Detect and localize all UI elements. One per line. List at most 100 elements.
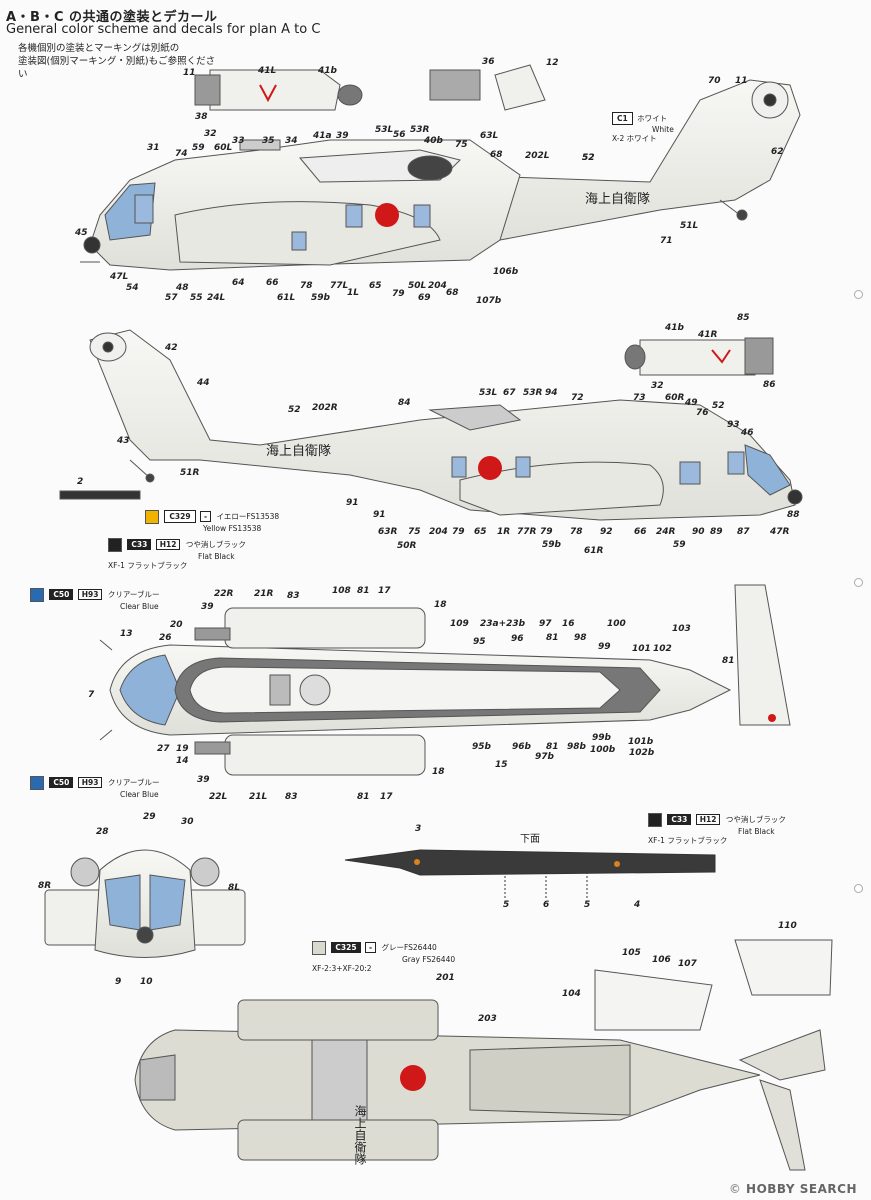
- part-number-label: 61L: [277, 293, 296, 303]
- part-number-label: 81: [357, 586, 370, 596]
- part-number-label: 78: [300, 281, 313, 291]
- part-number-label: 11: [735, 76, 748, 86]
- part-number-label: 71: [660, 236, 673, 246]
- part-number-label: 39: [201, 602, 214, 612]
- part-number-label: 79: [392, 289, 405, 299]
- part-number-label: 38: [195, 112, 208, 122]
- part-number-label: 77R: [517, 527, 537, 537]
- part-number-label: 57: [165, 293, 178, 303]
- part-number-label: 1L: [347, 288, 359, 298]
- part-number-label: 72: [571, 393, 584, 403]
- part-number-label: 59b: [311, 293, 330, 303]
- yellow-swatch: [145, 510, 159, 524]
- color-name-jp: つや消しブラック: [185, 540, 246, 549]
- part-number-label: 107: [678, 959, 697, 969]
- part-number-label: 52: [582, 153, 595, 163]
- color-h-code: -: [199, 511, 212, 522]
- color-name-jp: グレーFS26440: [381, 943, 437, 952]
- part-number-label: 59: [673, 540, 686, 550]
- part-number-label: 26: [159, 633, 172, 643]
- part-number-label: 63R: [378, 527, 398, 537]
- color-mix: XF-1 フラットブラック: [108, 561, 188, 570]
- part-number-label: 87: [737, 527, 750, 537]
- color-name-en: Clear Blue: [120, 602, 159, 611]
- part-number-label: 101b: [628, 737, 654, 747]
- part-number-label: 203: [478, 1014, 497, 1024]
- part-number-label: 60R: [665, 393, 685, 403]
- part-number-label: 14: [176, 756, 189, 766]
- part-number-label: 22R: [214, 589, 234, 599]
- blade-caption: 下面: [520, 834, 540, 845]
- part-number-label: 110: [778, 921, 797, 931]
- part-number-label: 3: [415, 824, 422, 834]
- fuselage-lettering-bottom: 海上自衛隊: [353, 1104, 367, 1165]
- color-name-jp: イエローFS13538: [216, 512, 280, 521]
- part-number-label: 53L: [479, 388, 498, 398]
- part-number-label: 95: [473, 637, 486, 647]
- part-number-label: 76: [696, 408, 709, 418]
- color-name-en: Clear Blue: [120, 790, 159, 799]
- part-number-label: 41b: [318, 66, 337, 76]
- part-number-label: 66: [634, 527, 647, 537]
- color-h-code: H93: [77, 589, 103, 600]
- color-name-en: Gray FS26440: [402, 955, 456, 964]
- fuselage-lettering-left: 海上自衛隊: [585, 191, 650, 207]
- part-number-label: 7: [88, 690, 95, 700]
- part-number-label: 74: [175, 149, 188, 159]
- color-name-jp: クリアーブルー: [107, 590, 160, 599]
- part-number-label: 101: [632, 644, 651, 654]
- part-number-label: 48: [176, 283, 189, 293]
- part-number-label: 1R: [497, 527, 511, 537]
- part-number-label: 69: [418, 293, 431, 303]
- part-number-label: 31: [147, 143, 160, 153]
- part-number-label: 41b: [665, 323, 684, 333]
- part-number-label: 102: [653, 644, 672, 654]
- part-number-label: 53L: [375, 125, 394, 135]
- part-number-label: 39: [197, 775, 210, 785]
- part-number-label: 96: [511, 634, 524, 644]
- color-chip-c50-bottom: C50 H93 クリアーブルー Clear Blue: [30, 776, 159, 799]
- part-number-label: 70: [708, 76, 721, 86]
- color-mix: XF-2:3+XF-20:2: [312, 964, 372, 973]
- part-number-label: 49: [685, 398, 698, 408]
- part-number-label: 51L: [680, 221, 699, 231]
- part-number-label: 109: [450, 619, 469, 629]
- bottom-view: [134, 939, 833, 1171]
- watermark-brand: HOBBY SEARCH: [746, 1182, 857, 1196]
- part-number-label: 51R: [180, 468, 200, 478]
- part-number-label: 56: [393, 130, 406, 140]
- color-name-jp: つや消しブラック: [725, 815, 786, 824]
- part-number-label: 106: [652, 955, 671, 965]
- part-number-label: 36: [482, 57, 495, 67]
- part-number-label: 42: [165, 343, 178, 353]
- color-mix: XF-1 フラットブラック: [648, 836, 728, 845]
- note-line-2: 塗装図(個別マーキング・別紙)もご参照ください: [18, 56, 216, 80]
- part-number-label: 86: [763, 380, 776, 390]
- part-number-label: 75: [455, 140, 468, 150]
- part-number-label: 81: [546, 742, 559, 752]
- part-number-label: 41a: [313, 131, 332, 141]
- color-code: C33: [127, 539, 152, 550]
- part-number-label: 34: [285, 136, 298, 146]
- part-number-label: 99: [598, 642, 611, 652]
- part-number-label: 4: [634, 900, 641, 910]
- part-number-label: 12: [546, 58, 559, 68]
- part-number-label: 68: [490, 150, 503, 160]
- part-number-label: 98: [574, 633, 587, 643]
- part-number-label: 89: [710, 527, 723, 537]
- page-title: A・B・C の共通の塗装とデカール: [6, 10, 218, 25]
- part-number-label: 32: [651, 381, 664, 391]
- part-number-label: 10: [140, 977, 153, 987]
- part-number-label: 47L: [110, 272, 129, 282]
- part-number-label: 8L: [228, 883, 240, 893]
- part-number-label: 47R: [770, 527, 790, 537]
- part-number-label: 27: [157, 744, 170, 754]
- part-number-label: 55: [190, 293, 203, 303]
- part-number-label: 21R: [254, 589, 274, 599]
- instruction-note: 各機個別の塗装とマーキングは別紙の 塗装図(個別マーキング・別紙)もご参照くださ…: [18, 42, 218, 81]
- color-name-en: Yellow FS13538: [203, 524, 262, 533]
- part-number-label: 81: [357, 792, 370, 802]
- part-number-label: 52: [288, 405, 301, 415]
- color-name-en: Flat Black: [738, 827, 775, 836]
